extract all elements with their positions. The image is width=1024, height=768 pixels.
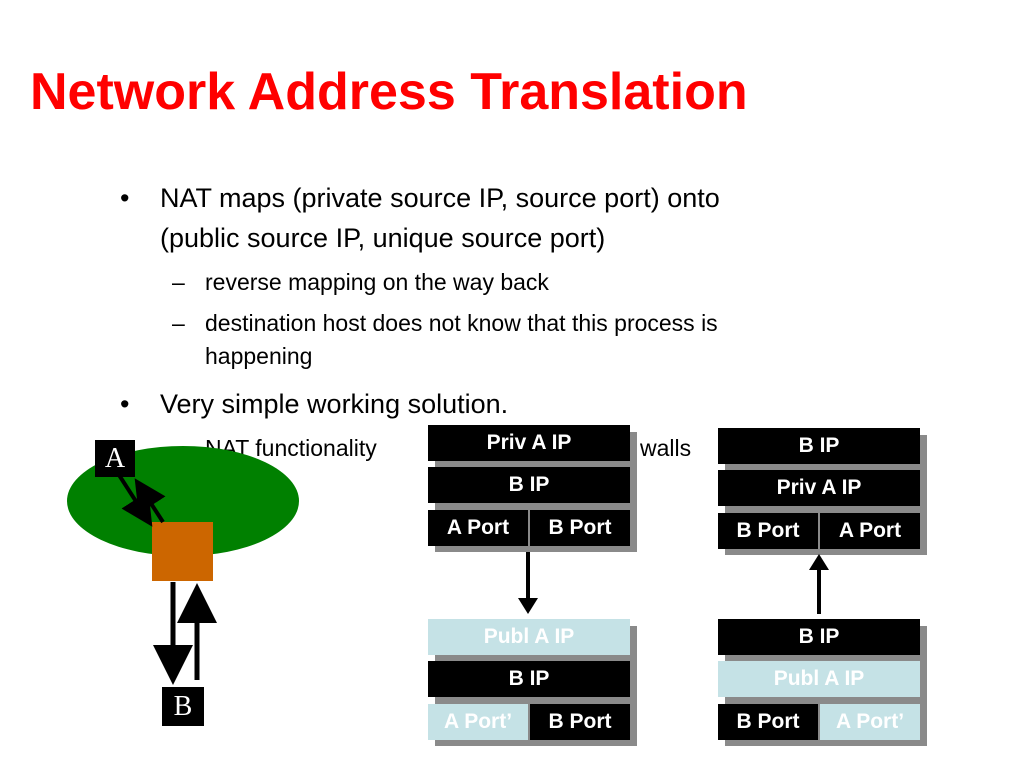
packet-row-source-port: B Port xyxy=(718,704,818,740)
packet-row-dest-port: B Port xyxy=(530,704,630,740)
bullet-text: Very simple working solution. xyxy=(160,389,509,419)
bullet-text-line2: (public source IP, unique source port) xyxy=(160,223,606,253)
packet-row-source-ip: Priv A IP xyxy=(428,425,630,461)
sub-bullet-text-line1: destination host does not know that this… xyxy=(205,310,718,336)
host-b-label: B xyxy=(162,687,204,726)
packet-row-dest-ip: B IP xyxy=(428,661,630,697)
nat-router-box xyxy=(152,522,213,581)
bullet-text-line1: NAT maps (private source IP, source port… xyxy=(160,183,720,213)
packet-row-source-ip: Publ A IP xyxy=(428,619,630,655)
packet-row-source-ip: B IP xyxy=(718,619,920,655)
arrow-translate-down xyxy=(518,552,538,614)
packet-row-dest-port: A Port xyxy=(820,513,920,549)
packet-row-dest-ip: Priv A IP xyxy=(718,470,920,506)
sub-bullet-text-end: walls xyxy=(640,435,692,461)
packet-row-source-port: A Port’ xyxy=(428,704,528,740)
packet-row-dest-ip: B IP xyxy=(428,467,630,503)
dash-marker: – xyxy=(172,310,185,336)
dash-marker: – xyxy=(172,269,185,295)
host-a-label: A xyxy=(95,440,135,477)
network-diagram xyxy=(67,446,299,685)
sub-bullet-text-line2: happening xyxy=(205,343,313,369)
packet-row-source-ip: B IP xyxy=(718,428,920,464)
sub-bullet-nat-functionality-end: walls xyxy=(640,432,691,465)
packet-row-dest-port: B Port xyxy=(530,510,630,546)
packet-row-dest-port: A Port’ xyxy=(820,704,920,740)
arrow-nat-to-a xyxy=(134,478,166,524)
arrow-translate-up xyxy=(809,554,829,614)
packet-row-dest-ip: Publ A IP xyxy=(718,661,920,697)
packet-row-source-port: A Port xyxy=(428,510,528,546)
bullet-marker: • xyxy=(120,389,130,419)
packet-row-source-port: B Port xyxy=(718,513,818,549)
sub-bullet-text: reverse mapping on the way back xyxy=(205,269,549,295)
bullet-marker: • xyxy=(120,183,130,213)
slide-title: Network Address Translation xyxy=(30,63,748,121)
